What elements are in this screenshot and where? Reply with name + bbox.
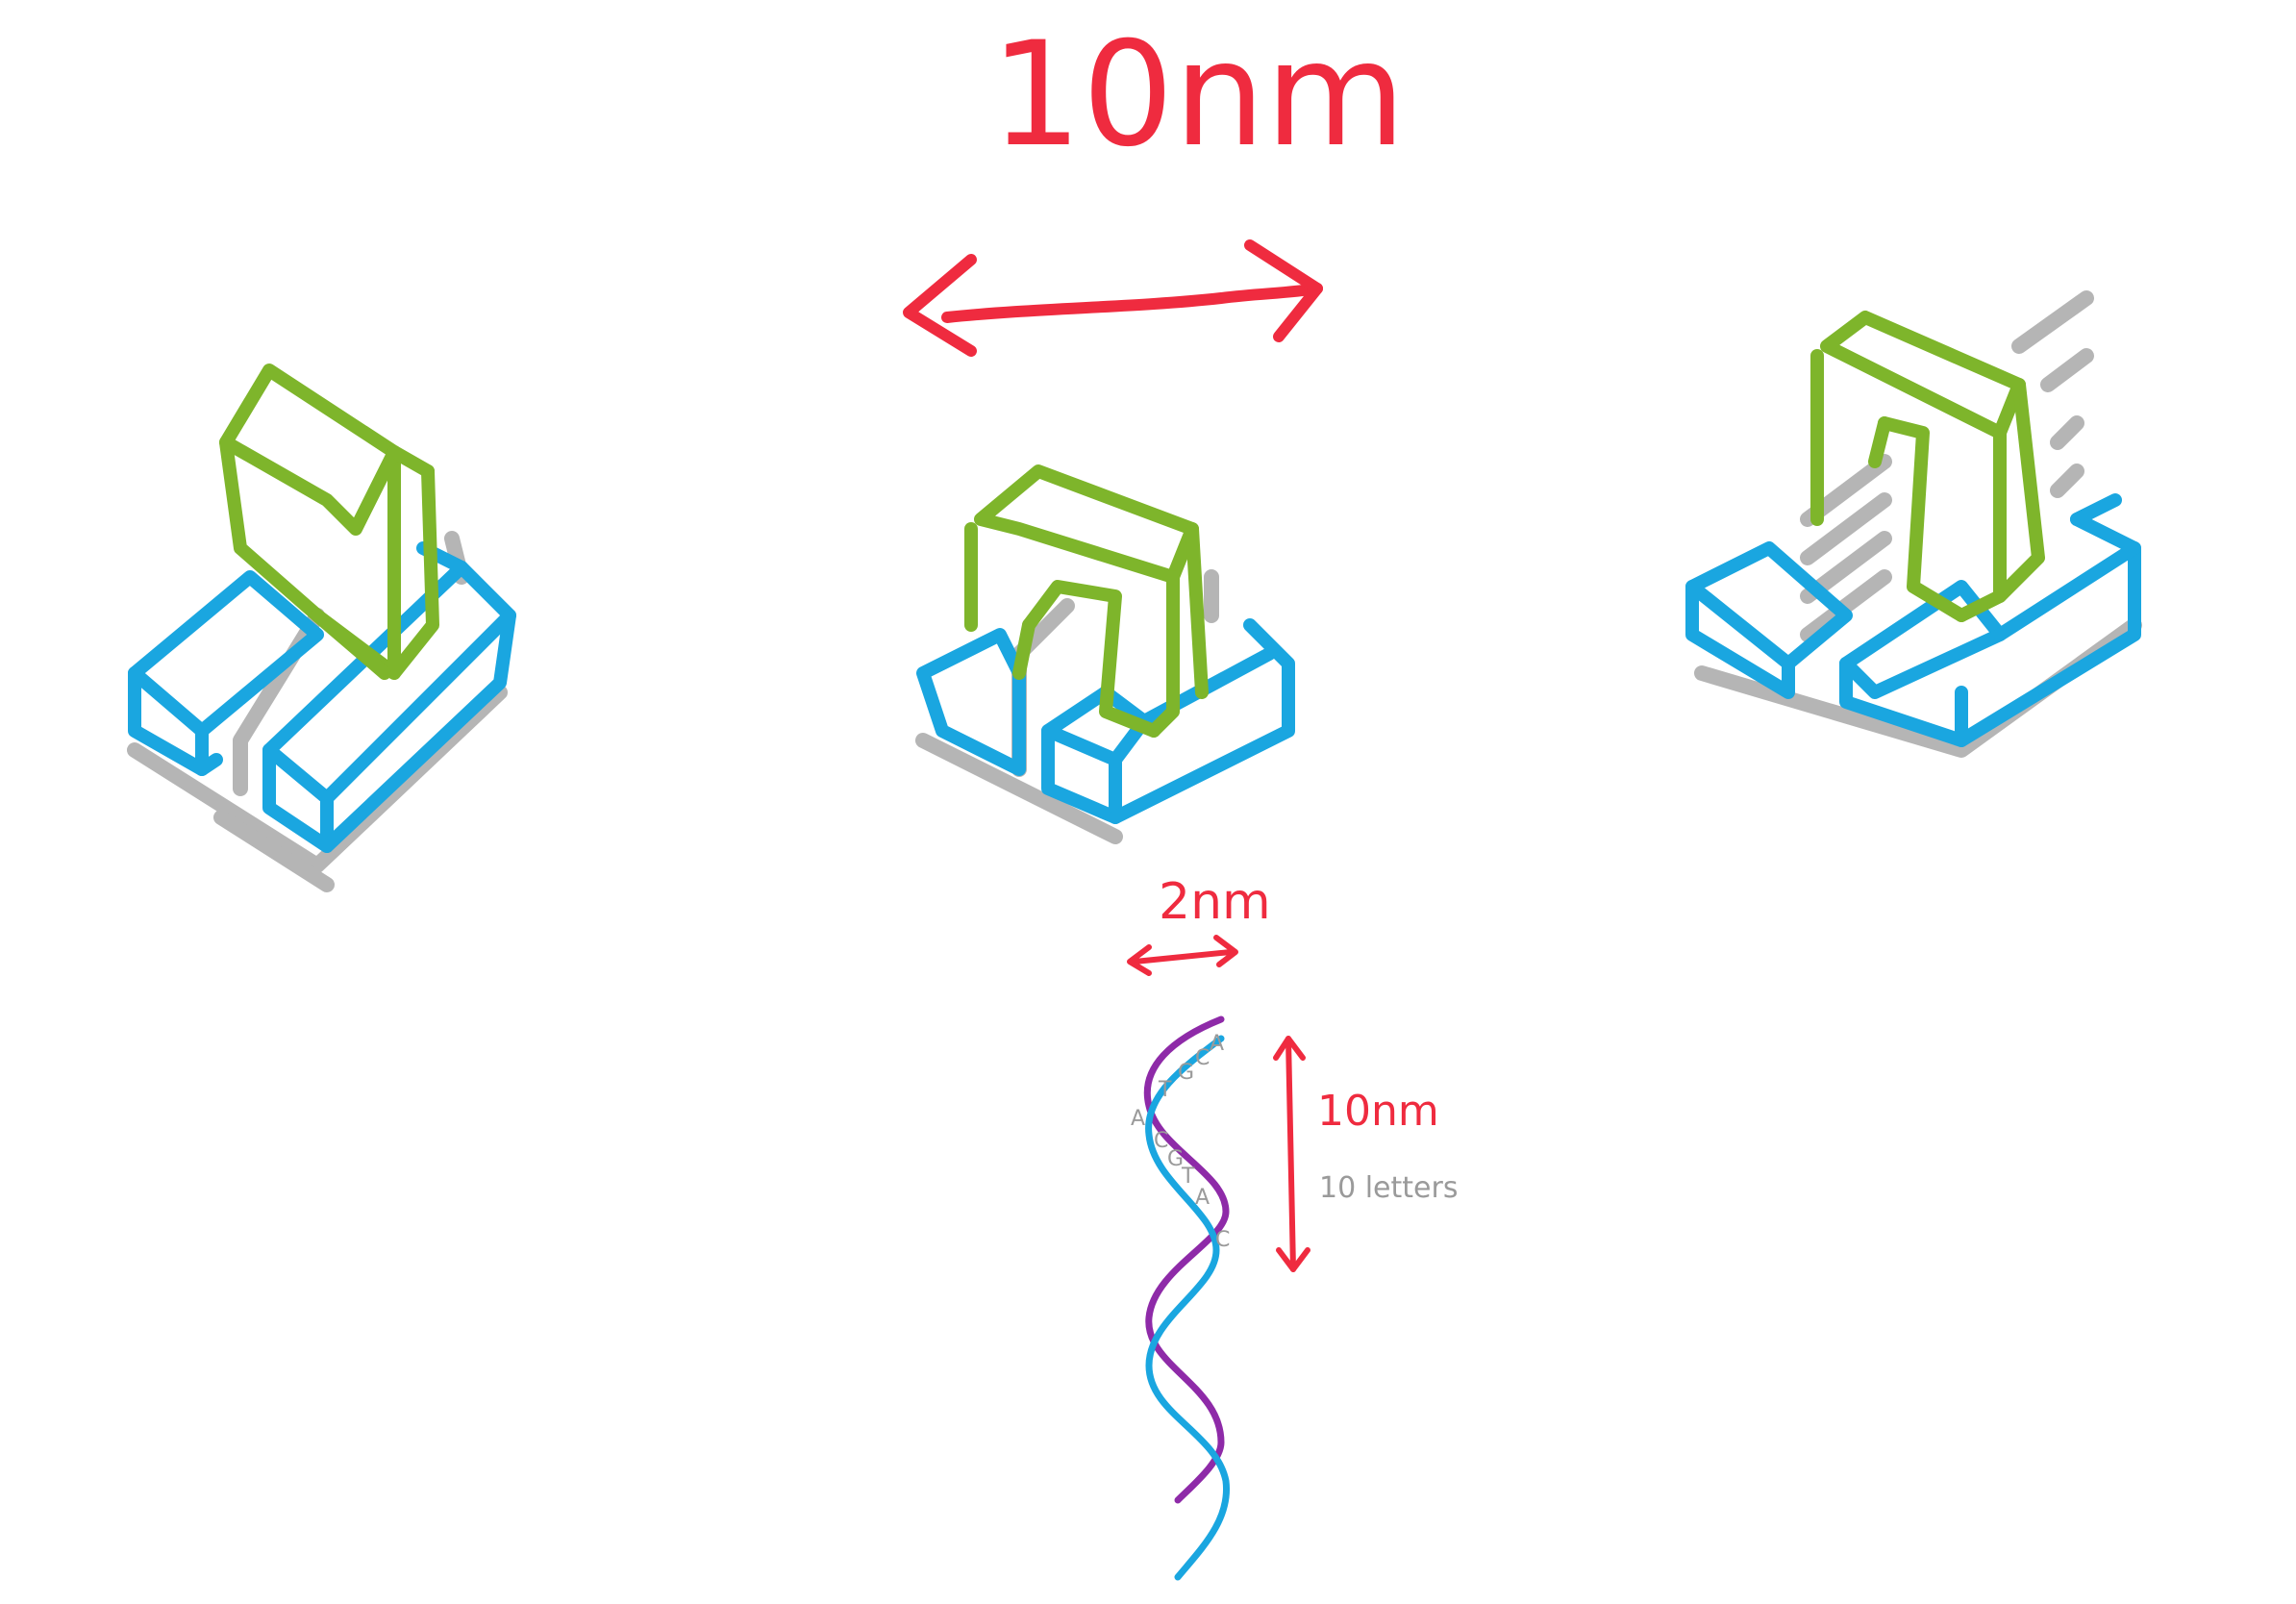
dna-base-top-1: T — [1158, 1078, 1172, 1102]
dna-base-top-3: C — [1195, 1046, 1210, 1070]
dna-letters-label: 10 letters — [1319, 1171, 1458, 1205]
right-molecule — [1685, 290, 2142, 758]
dna-base-mid-4: A — [1195, 1186, 1210, 1210]
dna-width-arrow — [1127, 935, 1238, 976]
dna-base-top-4: A — [1210, 1032, 1224, 1056]
dna-base-mid-3: T — [1181, 1165, 1195, 1189]
dna-base-left: A — [1131, 1107, 1145, 1131]
middle-molecule — [915, 464, 1295, 844]
dna-width-label: 2nm — [1159, 873, 1271, 931]
dna-helix — [1143, 1015, 1231, 1581]
top-width-arrow — [903, 239, 1323, 357]
dna-base-mid-1: C — [1154, 1129, 1168, 1153]
dna-base-letters: T G C A A C G T A C — [1131, 1032, 1230, 1252]
dna-base-top-2: G — [1178, 1061, 1194, 1085]
dna-base-right: C — [1215, 1228, 1230, 1252]
top-width-label: 10nm — [990, 12, 1406, 179]
dna-height-label: 10nm — [1317, 1087, 1439, 1136]
dna-base-mid-2: G — [1167, 1147, 1184, 1171]
dna-height-arrow — [1273, 1036, 1310, 1272]
left-molecule — [127, 363, 516, 892]
